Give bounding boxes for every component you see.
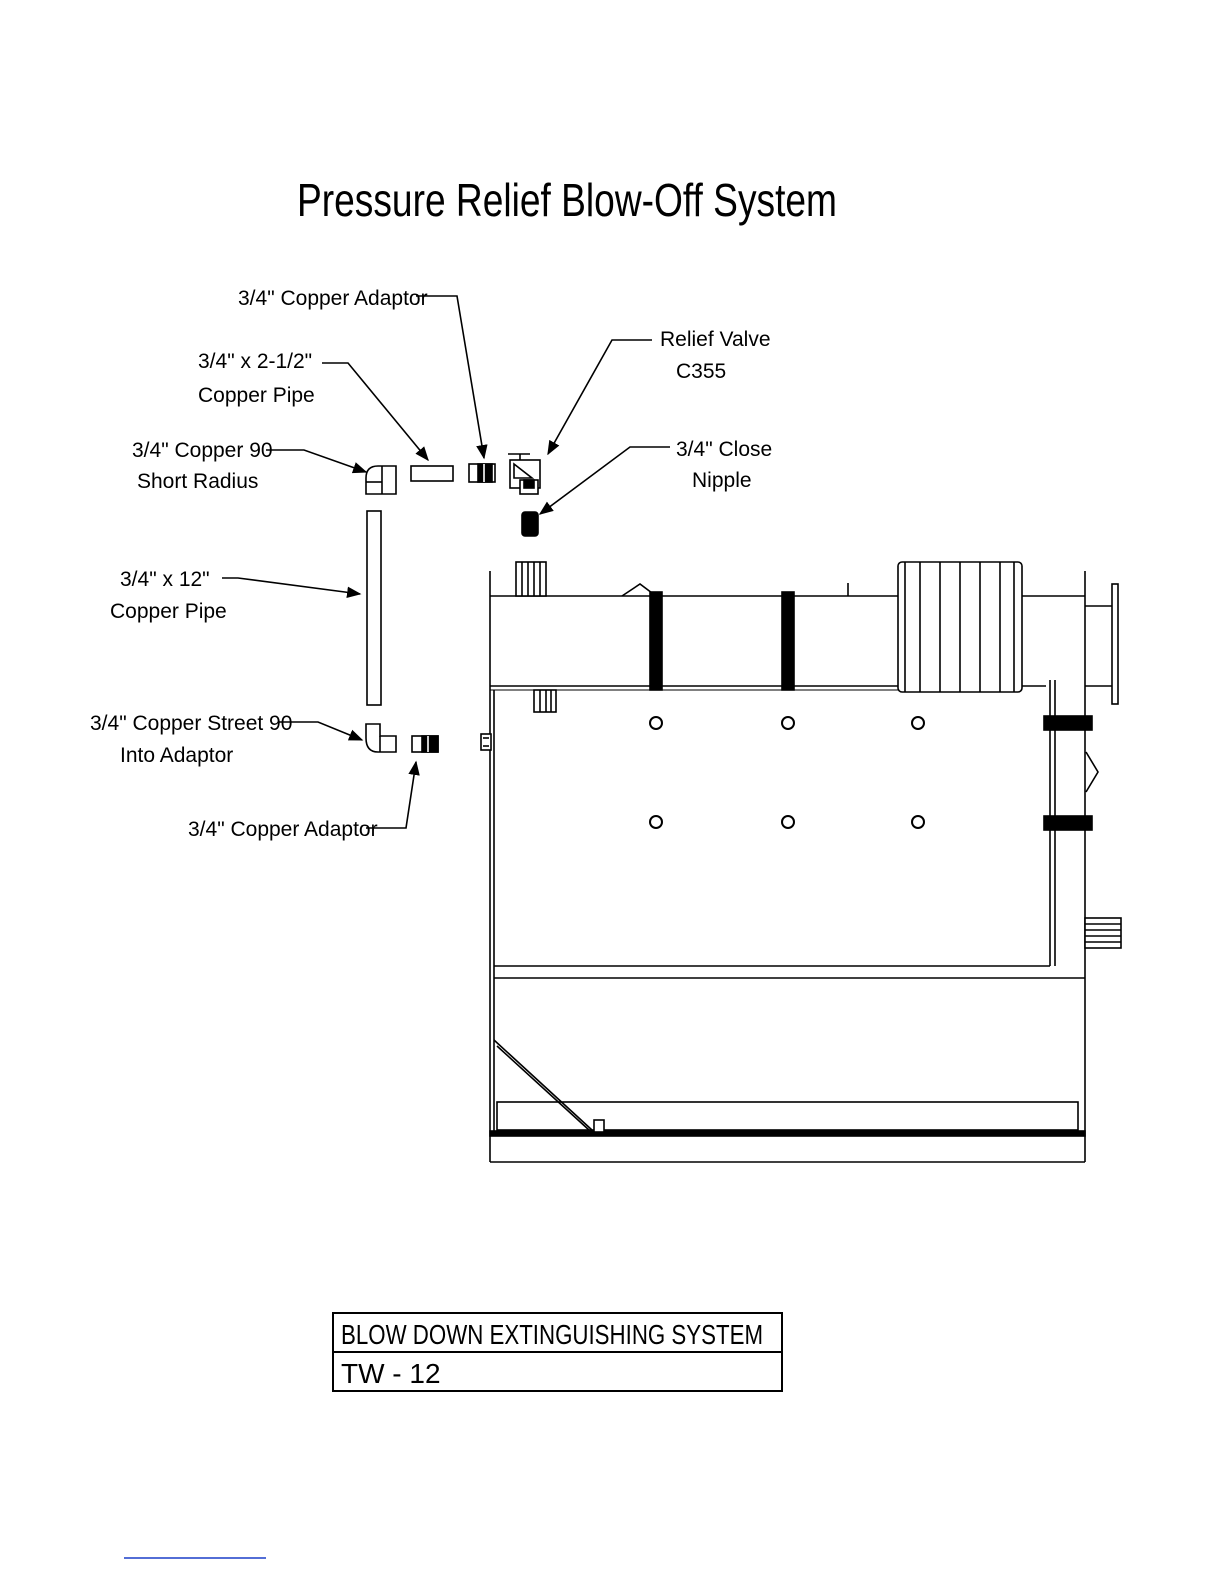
left-side-fitting: [481, 734, 491, 750]
copper-adaptor-bottom: [412, 736, 438, 752]
leader-copper-pipe-short: [322, 363, 428, 460]
outlet-flange: [1112, 584, 1118, 704]
side-port-fitting: [1085, 918, 1121, 948]
title-block-number: TW - 12: [341, 1358, 441, 1389]
leader-copper-90: [266, 450, 366, 472]
top-port-fitting: [516, 562, 546, 596]
label-copper-adaptor-top: 3/4" Copper Adaptor: [238, 287, 428, 310]
leader-copper-pipe-long: [222, 578, 360, 594]
bolt-holes: [650, 717, 924, 828]
label-close-nipple-line1: 3/4" Close: [676, 438, 772, 461]
label-copper-pipe-short-line1: 3/4" x 2-1/2": [198, 350, 312, 373]
title-block-name: BLOW DOWN EXTINGUISHING SYSTEM: [341, 1319, 763, 1350]
drawing-title: Pressure Relief Blow-Off System: [297, 174, 837, 226]
exploded-parts: [366, 454, 540, 752]
label-street-90-line2: Into Adaptor: [120, 744, 233, 767]
label-copper-90-line2: Short Radius: [137, 470, 258, 493]
label-relief-valve-line2: C355: [676, 360, 726, 383]
leader-copper-adaptor-top: [416, 296, 484, 458]
label-copper-pipe-long-line2: Copper Pipe: [110, 600, 227, 623]
copper-pipe-long: [367, 511, 381, 705]
lower-port-fitting: [534, 690, 556, 712]
copper-adaptor-top: [469, 464, 495, 482]
relief-valve: [508, 454, 540, 494]
copper-90-fitting: [366, 466, 396, 494]
label-copper-pipe-short-line2: Copper Pipe: [198, 384, 315, 407]
label-copper-90-line1: 3/4" Copper 90: [132, 439, 273, 462]
copper-street-90: [366, 724, 396, 752]
unit-assembly: [481, 562, 1121, 1162]
leader-relief-valve: [548, 340, 652, 454]
label-copper-pipe-long-line1: 3/4" x 12": [120, 568, 210, 591]
label-street-90-line1: 3/4" Copper Street 90: [90, 712, 292, 735]
title-block: BLOW DOWN EXTINGUISHING SYSTEM TW - 12: [333, 1313, 782, 1391]
label-relief-valve-line1: Relief Valve: [660, 328, 771, 351]
label-copper-adaptor-bottom: 3/4" Copper Adaptor: [188, 818, 378, 841]
copper-pipe-short: [411, 466, 453, 481]
leader-close-nipple: [540, 447, 670, 514]
part-labels: 3/4" Copper Adaptor 3/4" x 2-1/2" Copper…: [90, 287, 772, 841]
muffler-box: [898, 562, 1022, 692]
close-nipple: [522, 512, 538, 536]
leader-lines: [222, 296, 670, 828]
label-close-nipple-line2: Nipple: [692, 469, 752, 492]
